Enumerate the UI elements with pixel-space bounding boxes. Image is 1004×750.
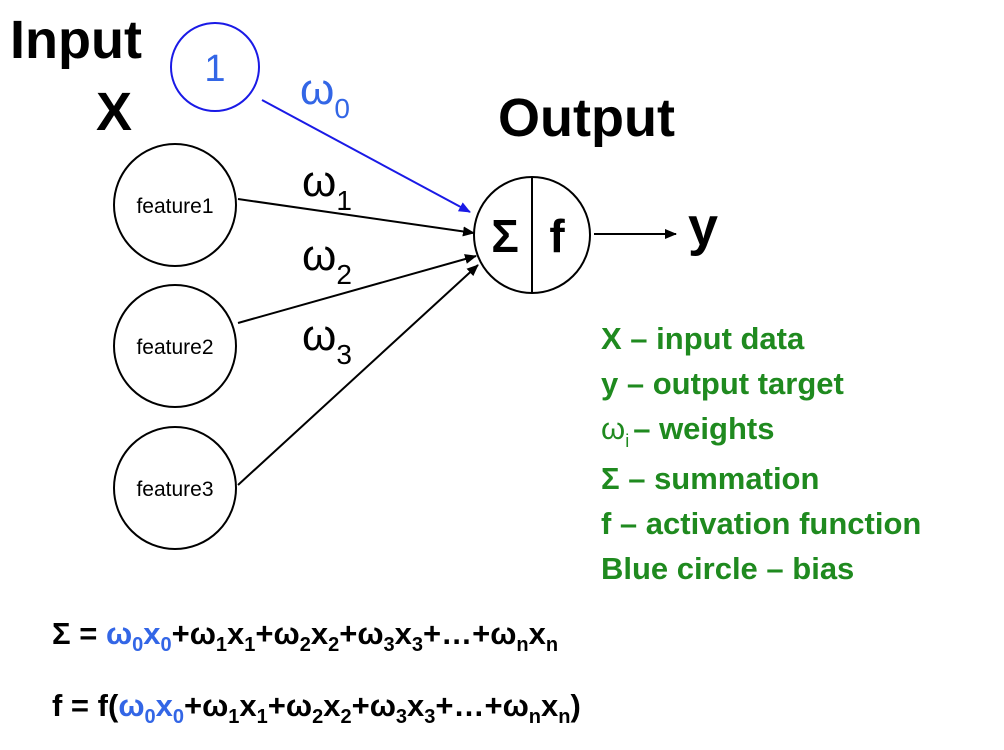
formula-sum-prefix: Σ = [52,616,106,651]
legend-item-output: y – output target [601,366,844,401]
weight-label-0: ω0 [300,65,350,124]
legend-weights-text: – weights [633,411,775,446]
legend: X – input data y – output target ωi– wei… [601,316,921,591]
legend-weights-symbol: ω [601,411,626,446]
edge-1 [237,198,475,237]
feature-node-1 [113,143,237,267]
edge-3 [237,264,479,486]
legend-item-activation: f – activation function [601,506,922,541]
activation-symbol: f [549,210,565,262]
feature-label-2: feature2 [136,336,213,359]
legend-item-input: X – input data [601,321,805,356]
perceptron-diagram: Input X 1 feature1 feature2 feature3 ω0 … [10,10,718,550]
legend-item-summation: Σ – summation [601,461,820,496]
bias-node-label: 1 [204,48,225,90]
edge-2 [237,254,477,324]
input-title: Input [10,10,142,70]
legend-item-bias: Blue circle – bias [601,551,855,586]
output-target: y [688,197,718,257]
formula-act-suffix: ) [570,688,581,723]
weight-label-1: ω1 [302,157,352,216]
weight-label-3: ω3 [302,311,352,370]
feature-label-3: feature3 [136,478,213,501]
bias-edge [261,99,471,213]
feature-node-2 [113,284,237,408]
sum-symbol: Σ [491,210,519,262]
formula-act-prefix: f = f( [52,688,119,723]
summation-formula: Σ = ω0x0+ω1x1+ω2x2+ω3x3+…+ωnxn [52,616,559,656]
legend-weights-sub: i [625,431,630,451]
bias-node [170,22,260,112]
weight-label-2: ω2 [302,231,352,290]
legend-item-weights: ωi– weights [601,406,921,456]
activation-formula: f = f(ω0x0+ω1x1+ω2x2+ω3x3+…+ωnxn) [52,688,581,728]
feature-node-3 [113,426,237,550]
input-symbol: X [96,82,132,142]
feature-label-1: feature1 [136,195,213,218]
output-title: Output [498,88,675,148]
